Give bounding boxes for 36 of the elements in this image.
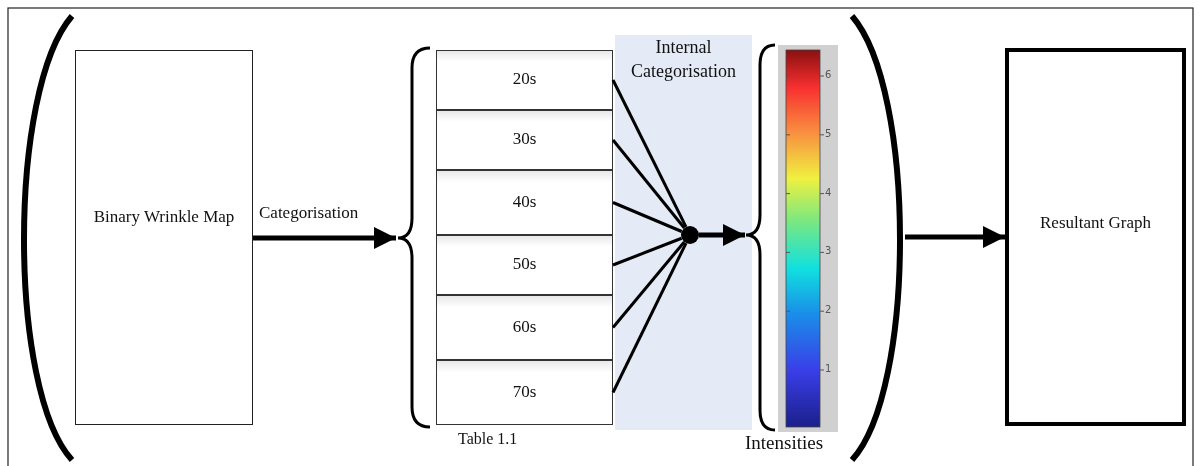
connector-line bbox=[611, 139, 686, 229]
tick-label: 6 bbox=[825, 69, 832, 81]
tick-label: 3 bbox=[825, 245, 832, 258]
tick-label: 1 bbox=[825, 363, 832, 375]
scale-title: Intensities bbox=[745, 431, 824, 455]
node-label: 20s bbox=[511, 68, 538, 90]
tick-label: 5 bbox=[825, 127, 832, 140]
tick-label: 4 bbox=[825, 186, 832, 199]
node-label: Resultant Graph bbox=[1039, 212, 1152, 234]
tick-label: 2 bbox=[825, 304, 832, 317]
table-row bbox=[436, 170, 613, 235]
connector-line bbox=[611, 240, 686, 329]
table-row bbox=[436, 50, 613, 110]
table-row bbox=[436, 295, 613, 360]
connector-line bbox=[611, 242, 688, 394]
node-label: 60s bbox=[511, 315, 538, 338]
table-caption: Table 1.1 bbox=[458, 429, 518, 449]
junction-dot bbox=[681, 226, 699, 244]
connector-line bbox=[612, 236, 683, 267]
process-box bbox=[75, 50, 253, 425]
table-row bbox=[436, 235, 613, 295]
node-label: 50s bbox=[511, 253, 538, 275]
table-row bbox=[436, 110, 613, 170]
connector-line bbox=[611, 79, 688, 228]
shaded-panel bbox=[615, 35, 752, 430]
arrow bbox=[253, 227, 396, 249]
connector-line bbox=[612, 201, 683, 233]
process-box bbox=[1005, 48, 1186, 426]
arrow bbox=[699, 224, 745, 246]
arrow bbox=[905, 226, 1005, 248]
node-label: 40s bbox=[511, 190, 538, 213]
node-label: 30s bbox=[511, 128, 538, 150]
table-row bbox=[436, 360, 613, 425]
node-label: 70s bbox=[511, 380, 538, 403]
node-label: Binary Wrinkle Map bbox=[92, 206, 236, 228]
node-label: Internal Categorisation bbox=[630, 36, 737, 84]
